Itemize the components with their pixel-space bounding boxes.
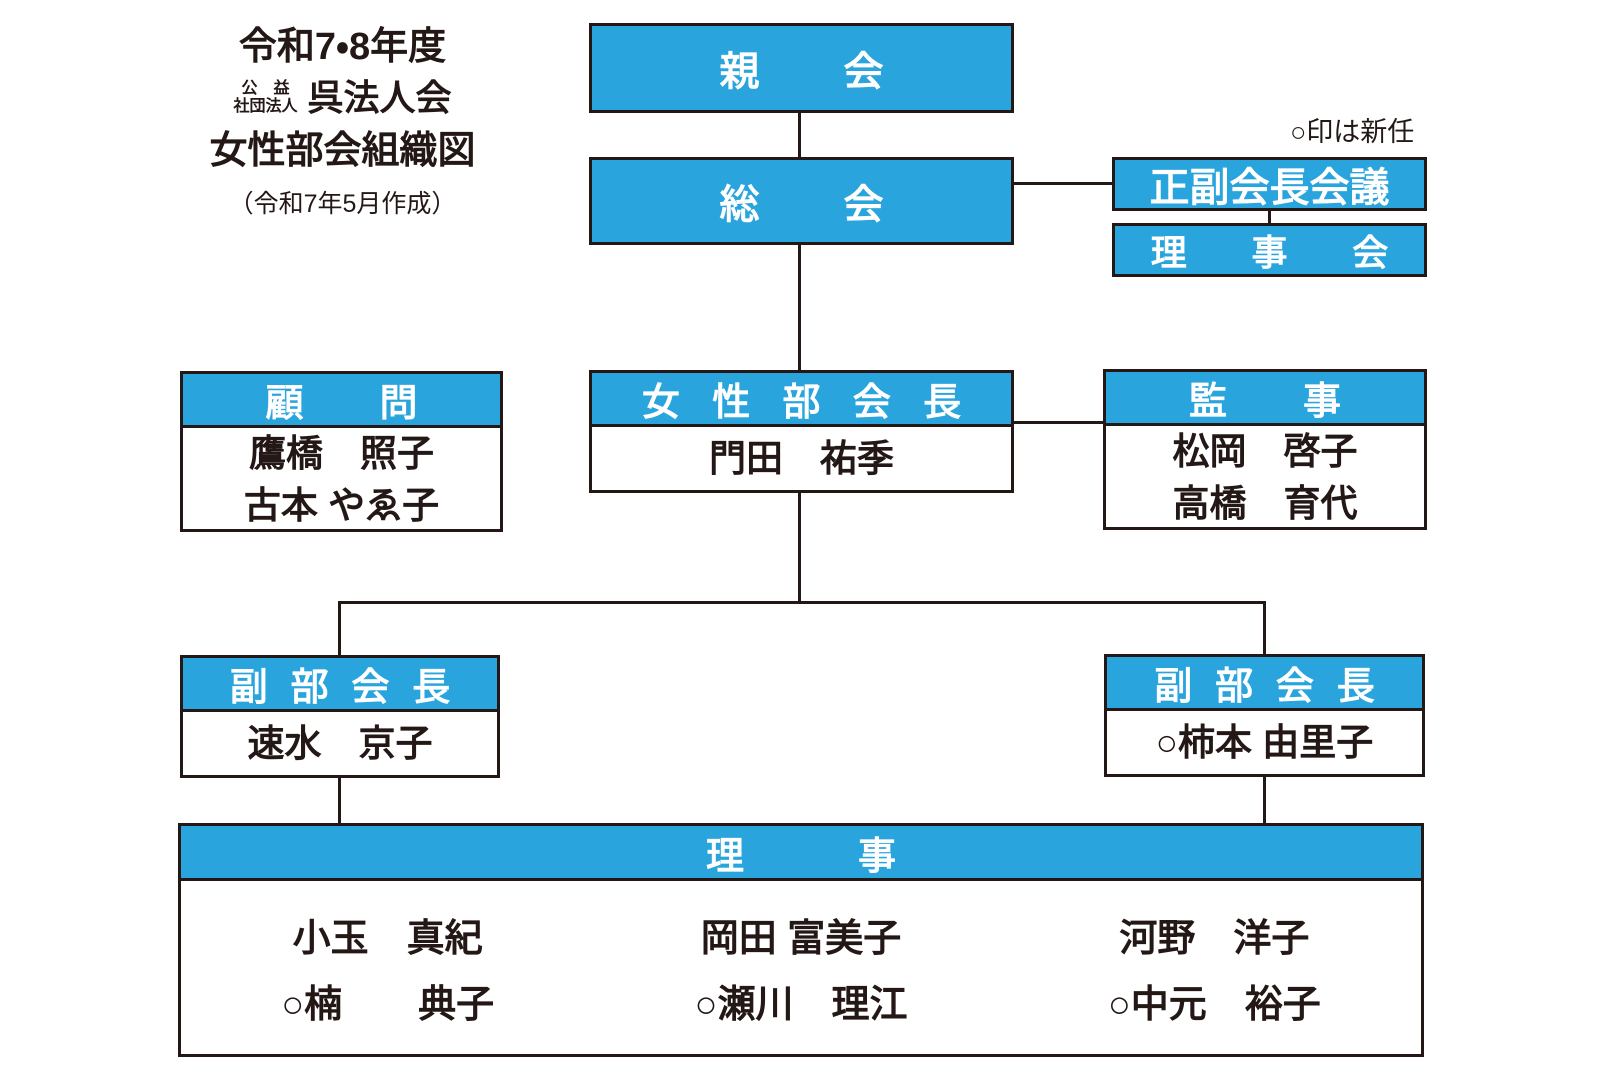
member-name: 古本 やゑ子 bbox=[243, 485, 440, 526]
node-auditors: 監事 松岡 啓子 高橋 育代 bbox=[1103, 369, 1427, 530]
node-vice-chair-right: 副部会長 ○柿本 由里子 bbox=[1104, 654, 1425, 777]
org-type-label: 公 益 社団法人 bbox=[233, 80, 297, 117]
connector-general-to-chairwoman bbox=[798, 245, 801, 370]
member-name: ○柿本 由里子 bbox=[1155, 721, 1374, 763]
node-vice-chair-left: 副部会長 速水 京子 bbox=[180, 655, 500, 778]
node-directors: 理事 小玉 真紀 岡田 富美子 河野 洋子 ○楠 典子 ○瀬川 理江 ○中元 裕… bbox=[178, 823, 1424, 1057]
node-advisors: 顧問 鷹橋 照子 古本 やゑ子 bbox=[180, 371, 503, 532]
node-vice-chair-right-member: ○柿本 由里子 bbox=[1107, 711, 1422, 774]
org-type-top: 公 益 bbox=[241, 80, 290, 97]
directors-row: ○楠 典子 ○瀬川 理江 ○中元 裕子 bbox=[181, 967, 1421, 1033]
connector-branch-to-vice-left bbox=[338, 601, 341, 655]
member-name: ○中元 裕子 bbox=[1107, 983, 1321, 1026]
node-board-meeting: 理事会 bbox=[1112, 223, 1427, 277]
connector-chairwoman-down bbox=[798, 493, 801, 604]
node-officers-meeting: 正副会長会議 bbox=[1112, 157, 1427, 211]
member-name: ○瀬川 理江 bbox=[694, 983, 908, 1026]
node-auditors-title: 監事 bbox=[1106, 372, 1424, 426]
legend-new-appointee: ○印は新任 bbox=[1290, 117, 1415, 147]
member-name: 速水 京子 bbox=[247, 722, 433, 764]
member-name: 高橋 育代 bbox=[1172, 483, 1358, 524]
connector-branch-to-vice-right bbox=[1263, 601, 1266, 654]
connector-branch-horizontal bbox=[338, 601, 1266, 604]
created-date: （令和7年5月作成） bbox=[228, 189, 457, 218]
member-name: 小玉 真紀 bbox=[292, 917, 483, 960]
node-chairwoman-title: 女性部会長 bbox=[592, 373, 1011, 427]
member-name: 鷹橋 照子 bbox=[249, 433, 434, 474]
chart-name: 女性部会組織図 bbox=[209, 129, 476, 172]
member-name: 河野 洋子 bbox=[1119, 917, 1310, 960]
fiscal-year: 令和7・8年度 bbox=[238, 26, 447, 68]
node-advisors-title: 顧問 bbox=[183, 374, 500, 428]
member-name: 門田 祐季 bbox=[709, 437, 894, 479]
node-directors-title: 理事 bbox=[181, 826, 1421, 881]
node-advisors-members: 鷹橋 照子 古本 やゑ子 bbox=[183, 428, 500, 532]
connector-vice-left-to-directors bbox=[338, 778, 341, 823]
connector-parent-to-general bbox=[798, 113, 801, 157]
node-vice-chair-right-title: 副部会長 bbox=[1107, 657, 1422, 711]
node-chairwoman-member: 門田 祐季 bbox=[592, 427, 1011, 490]
org-type-bottom: 社団法人 bbox=[233, 98, 298, 116]
node-vice-chair-left-title: 副部会長 bbox=[183, 658, 497, 712]
member-name: 岡田 富美子 bbox=[700, 917, 902, 960]
org-line: 公 益 社団法人 呉法人会 bbox=[175, 80, 510, 117]
connector-vice-right-to-directors bbox=[1263, 777, 1266, 823]
node-vice-chair-left-member: 速水 京子 bbox=[183, 712, 497, 775]
node-general-meeting: 総会 bbox=[589, 157, 1014, 245]
connector-officers-to-board bbox=[1268, 211, 1271, 223]
chart-title-block: 令和7・8年度 公 益 社団法人 呉法人会 女性部会組織図 （令和7年5月作成） bbox=[175, 28, 510, 217]
node-chairwoman: 女性部会長 門田 祐季 bbox=[589, 370, 1014, 493]
org-name: 呉法人会 bbox=[307, 77, 452, 119]
connector-chairwoman-to-auditors bbox=[1014, 421, 1103, 424]
node-parent-association: 親会 bbox=[589, 23, 1014, 113]
node-auditors-members: 松岡 啓子 高橋 育代 bbox=[1106, 426, 1424, 530]
node-directors-members: 小玉 真紀 岡田 富美子 河野 洋子 ○楠 典子 ○瀬川 理江 ○中元 裕子 bbox=[181, 881, 1421, 1054]
connector-general-to-officers bbox=[1014, 182, 1112, 185]
member-name: ○楠 典子 bbox=[281, 983, 495, 1026]
directors-row: 小玉 真紀 岡田 富美子 河野 洋子 bbox=[181, 901, 1421, 967]
member-name: 松岡 啓子 bbox=[1172, 431, 1358, 472]
